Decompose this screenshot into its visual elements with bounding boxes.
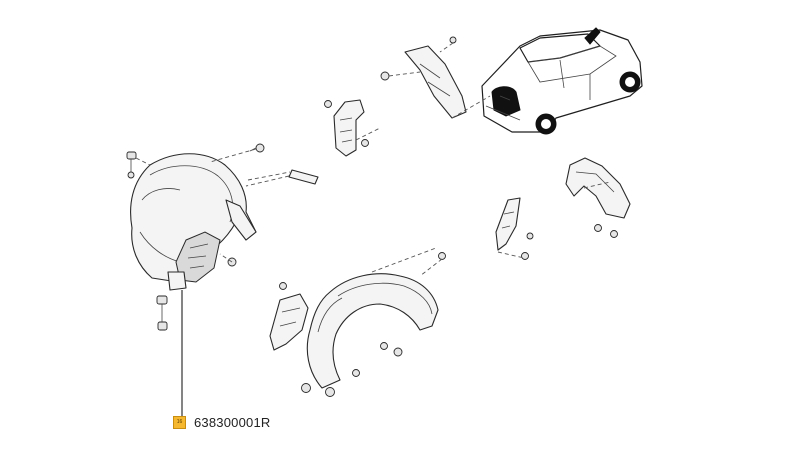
bracket-icon (324, 99, 369, 157)
seal-strip (245, 169, 319, 187)
clip-icon (156, 295, 168, 331)
part-number-label[interactable]: 638300001R (194, 415, 271, 430)
rear-bracket (380, 36, 467, 119)
car-icon (481, 27, 643, 135)
leader-lines (247, 95, 525, 259)
lower-wheel-arch-liner (269, 247, 446, 397)
bracket-icon (495, 197, 534, 260)
rear-wheel-arch-liner (565, 157, 631, 238)
part-number-badge: 16 (173, 416, 186, 429)
clip-icon (126, 151, 137, 179)
part-callout[interactable]: 16 638300001R (173, 415, 270, 430)
front-wheel-arch-liner (130, 153, 257, 291)
clip-icon (249, 143, 265, 153)
